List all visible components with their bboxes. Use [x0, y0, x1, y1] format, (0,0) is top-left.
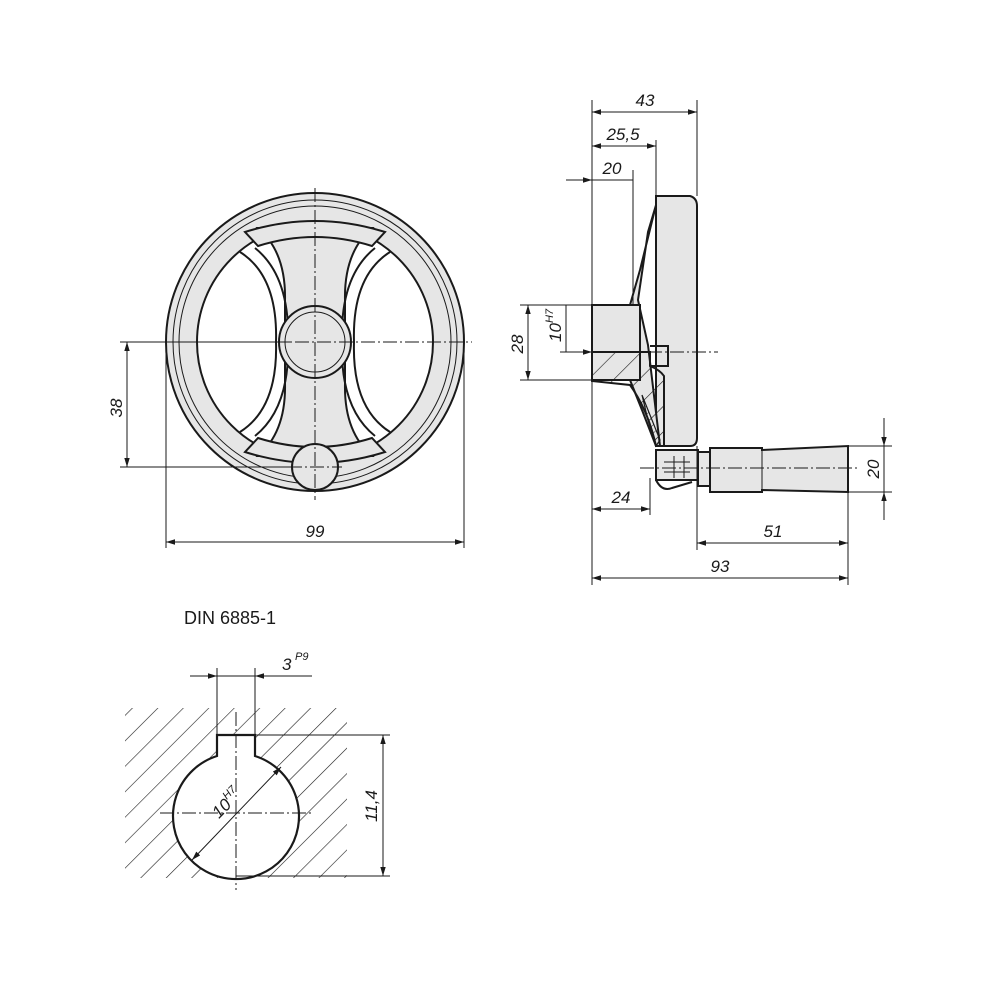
hub-section: [591, 351, 665, 447]
keyway-section: [125, 708, 347, 878]
bore-keyway-outline: [171, 733, 301, 881]
dim-handle-offset: 38: [107, 398, 126, 417]
dim-hub-diameter: 28: [508, 334, 527, 354]
front-view: 99 38: [107, 188, 472, 548]
dim-handle-length: 51: [764, 522, 783, 541]
dim-bore: 10: [546, 323, 565, 342]
dim-diameter: 99: [306, 522, 325, 541]
dim-handle-diameter: 20: [864, 459, 883, 479]
rim-profile: [655, 195, 698, 447]
keyway-dim-key-tol: P9: [295, 651, 308, 663]
dim-total-depth: 43: [636, 91, 655, 110]
keyway-dim-key-depth: 11,4: [362, 790, 381, 822]
dim-hub-to-rim: 25,5: [605, 125, 640, 144]
side-view: 43 25,5 20 28 10 H7 24 51 9: [508, 91, 892, 585]
handle-pin: [655, 449, 699, 481]
handle-grip: [709, 444, 849, 494]
dim-bore-tol: H7: [544, 308, 556, 323]
standard-label: DIN 6885-1: [184, 608, 276, 628]
keyway-detail: DIN 6885-1 10 H7 3 P9 11,4: [125, 608, 390, 890]
keyway-dim-key-width: 3: [282, 655, 292, 674]
dim-overall: 93: [711, 557, 730, 576]
dim-handle-pos: 24: [611, 488, 631, 507]
dim-hub-length: 20: [602, 159, 622, 178]
